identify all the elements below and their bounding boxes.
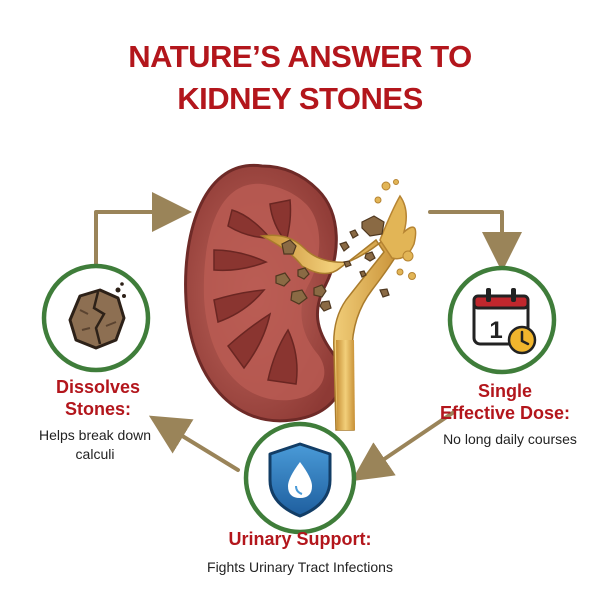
- dissolves-desc-line-1: Helps break down: [38, 427, 152, 443]
- single-dose-badge: 1: [447, 265, 557, 375]
- renal-pyramids: [213, 199, 298, 385]
- urinary-support-description: Fights Urinary Tract Infections: [207, 559, 393, 575]
- dose-title-line-2: Effective Dose:: [439, 403, 571, 423]
- title-line-1: NATURE’S ANSWER TO: [128, 39, 472, 74]
- arrow-right-down: [428, 210, 522, 272]
- broken-stone-icon: [68, 282, 126, 350]
- arrow-bottom-right: [351, 410, 456, 482]
- single-dose-description: No long daily courses: [443, 431, 577, 447]
- cycle-arrows: [94, 192, 522, 482]
- title-line-2: KIDNEY STONES: [177, 81, 423, 116]
- dissolves-desc-line-2: calculi: [75, 446, 115, 462]
- urinary-support-badge: [243, 421, 357, 535]
- dissolves-stones-badge: [41, 263, 151, 373]
- fluid-splash: [379, 194, 417, 260]
- dose-title-line-1: Single: [477, 381, 532, 401]
- svg-text:1: 1: [489, 317, 502, 344]
- page-title: NATURE’S ANSWER TO KIDNEY STONES: [0, 36, 600, 120]
- dissolves-title-line-2: Stones:: [64, 399, 131, 419]
- calendar-clock-icon: 1: [472, 288, 537, 355]
- single-dose-title: Single Effective Dose:: [410, 380, 600, 424]
- fluid-droplets: [374, 179, 416, 280]
- arrow-left-up: [94, 192, 192, 266]
- dissolves-stones-description: Helps break down calculi: [10, 426, 180, 464]
- dissolves-stones-title: Dissolves Stones:: [18, 376, 178, 420]
- dissolves-title-line-1: Dissolves: [55, 377, 141, 397]
- urinary-support-title: Urinary Support:: [228, 529, 372, 549]
- arrow-bottom-left: [148, 415, 240, 472]
- ureter: [336, 340, 355, 430]
- kidney-stones: [275, 215, 390, 312]
- shield-droplet-icon: [268, 442, 332, 518]
- kidney-illustration: [184, 163, 417, 431]
